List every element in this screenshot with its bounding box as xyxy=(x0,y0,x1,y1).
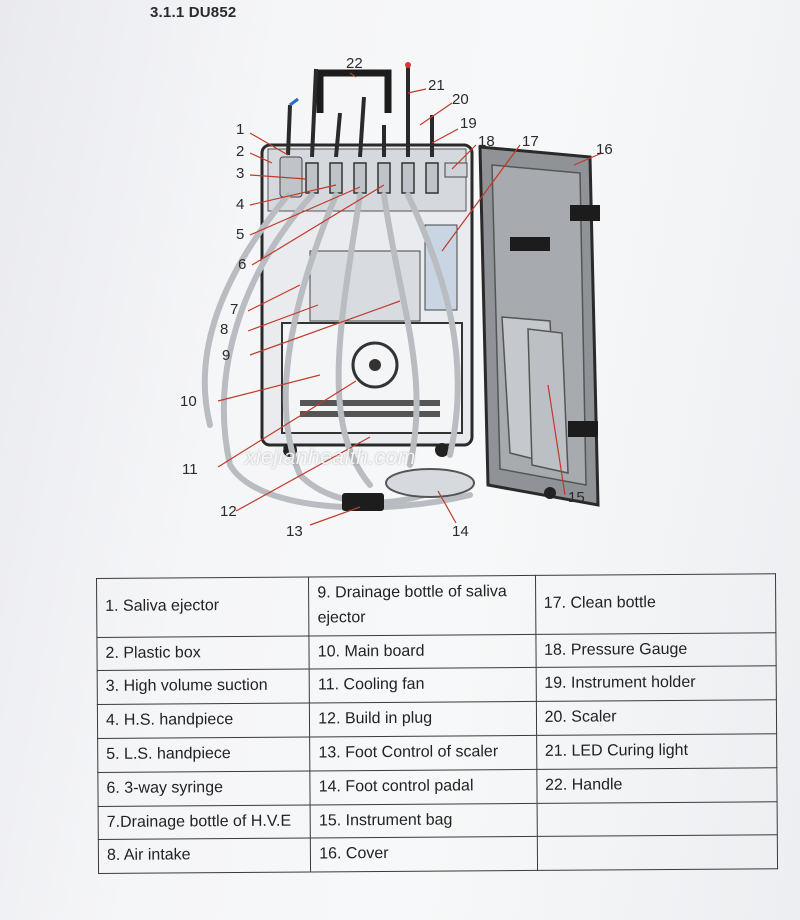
callout-3: 3 xyxy=(236,165,245,182)
callout-22: 22 xyxy=(346,55,363,72)
section-heading: 3.1.1 DU852 xyxy=(150,4,237,21)
callout-20: 20 xyxy=(452,91,469,108)
dental-unit-illustration xyxy=(201,62,603,526)
callout-2: 2 xyxy=(236,143,245,160)
table-cell: 18. Pressure Gauge xyxy=(535,632,777,668)
callout-13: 13 xyxy=(286,523,303,540)
callout-10: 10 xyxy=(180,393,197,410)
table-cell: 7.Drainage bottle of H.V.E xyxy=(98,804,311,840)
table-cell: 9. Drainage bottle of saliva ejector xyxy=(308,575,536,636)
table-cell: 4. H.S. handpiece xyxy=(97,703,310,739)
table-row: 4. H.S. handpiece 12. Build in plug 20. … xyxy=(97,699,777,739)
table-cell: 13. Foot Control of scaler xyxy=(309,735,537,771)
table-cell: 16. Cover xyxy=(310,836,538,873)
table-cell: 21. LED Curing light xyxy=(536,733,777,770)
callout-14: 14 xyxy=(452,523,469,540)
callout-7: 7 xyxy=(230,301,239,318)
table-cell: 2. Plastic box xyxy=(96,635,310,671)
callout-11: 11 xyxy=(182,461,198,478)
callout-16: 16 xyxy=(596,141,613,158)
parts-table: 1. Saliva ejector 9. Drainage bottle of … xyxy=(96,573,778,874)
callout-18: 18 xyxy=(478,133,495,150)
table-cell: 20. Scaler xyxy=(535,699,777,736)
callout-21: 21 xyxy=(428,77,445,94)
table-row: 3. High volume suction 11. Cooling fan 1… xyxy=(97,666,777,705)
callout-1: 1 xyxy=(236,121,245,138)
callout-17: 17 xyxy=(522,133,539,150)
watermark-text: xiejianhealth.com xyxy=(245,446,416,469)
table-cell: 14. Foot control padal xyxy=(310,769,537,805)
table-cell: 10. Main board xyxy=(309,634,536,670)
callout-8: 8 xyxy=(220,321,229,338)
table-cell xyxy=(536,801,778,837)
table-row: 2. Plastic box 10. Main board 18. Pressu… xyxy=(96,632,777,671)
table-cell: 11. Cooling fan xyxy=(309,667,536,704)
callout-4: 4 xyxy=(236,196,245,213)
callout-5: 5 xyxy=(236,226,245,243)
table-row: 7.Drainage bottle of H.V.E 15. Instrumen… xyxy=(98,801,778,840)
table-row: 8. Air intake 16. Cover xyxy=(98,835,778,874)
table-cell: 19. Instrument holder xyxy=(535,666,777,702)
callout-12: 12 xyxy=(220,503,237,520)
table-row: 6. 3-way syringe 14. Foot control padal … xyxy=(97,767,778,807)
table-cell: 3. High volume suction xyxy=(97,669,310,705)
table-row: 1. Saliva ejector 9. Drainage bottle of … xyxy=(96,573,776,638)
table-cell: 17. Clean bottle xyxy=(535,573,776,635)
table-cell: 5. L.S. handpiece xyxy=(97,736,311,773)
table-cell: 8. Air intake xyxy=(98,838,311,874)
callout-19: 19 xyxy=(460,115,477,132)
callout-6: 6 xyxy=(238,256,247,273)
callout-15: 15 xyxy=(568,489,585,506)
table-cell xyxy=(536,835,778,871)
table-cell: 1. Saliva ejector xyxy=(96,577,310,638)
table-cell: 6. 3-way syringe xyxy=(97,770,311,807)
table-cell: 12. Build in plug xyxy=(309,701,537,737)
callout-9: 9 xyxy=(222,347,231,364)
table-cell: 15. Instrument bag xyxy=(310,803,537,839)
table-cell: 22. Handle xyxy=(536,767,778,804)
product-figure: 1 2 3 4 5 6 7 8 9 10 11 12 13 14 15 16 1… xyxy=(170,45,640,545)
table-row: 5. L.S. handpiece 13. Foot Control of sc… xyxy=(97,733,777,773)
